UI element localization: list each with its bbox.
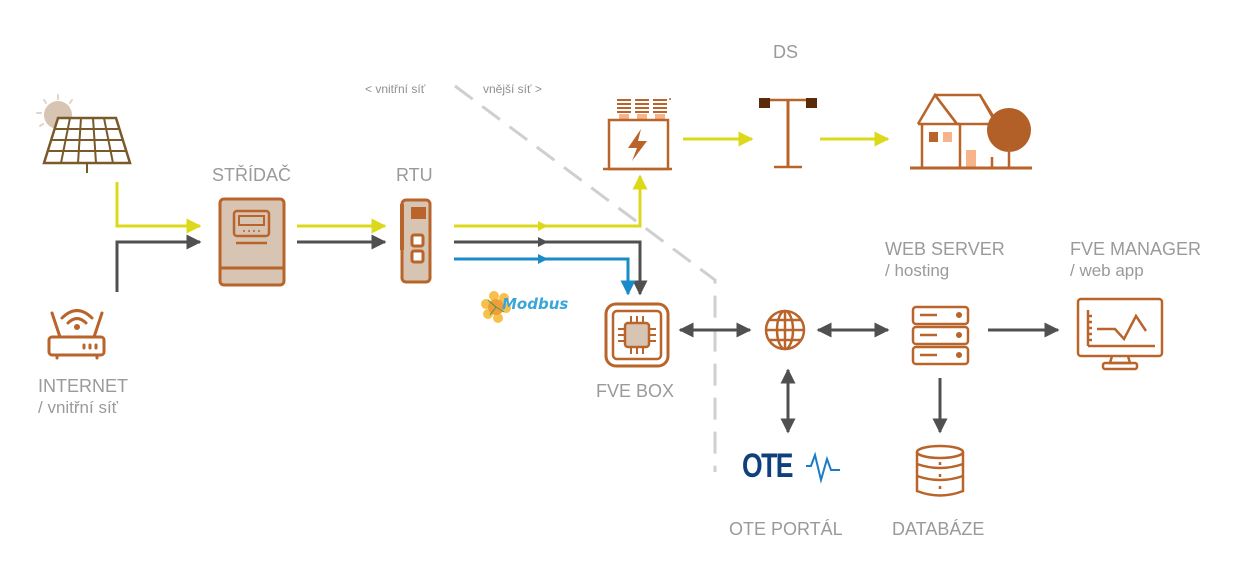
connection-solar-inverter — [115, 182, 202, 234]
modbus-flower-icon — [481, 291, 511, 323]
web-server-label: WEB SERVER / hosting — [885, 238, 1005, 282]
connection-rtu-fvebox-modbus — [454, 257, 636, 296]
web-server-title: WEB SERVER — [885, 239, 1005, 259]
ds-label: DS — [773, 42, 799, 62]
inverter-icon — [218, 197, 286, 287]
server-icon — [911, 305, 970, 366]
rtu-label: RTU — [396, 165, 433, 185]
connection-rtu-transformer — [454, 174, 648, 228]
web-server-subtitle: / hosting — [885, 261, 950, 280]
database-label: DATABÁZE — [892, 519, 985, 539]
mid-arrow-data — [538, 237, 548, 247]
network-boundary-line — [454, 84, 717, 472]
fve-manager-label: FVE MANAGER / web app — [1070, 238, 1201, 282]
inner-network-label: < vnitřní síť — [365, 82, 426, 96]
fve-manager-subtitle: / web app — [1070, 261, 1144, 280]
ote-portal-label: OTE PORTÁL — [729, 519, 843, 539]
internet-label: INTERNET / vnitřní síť — [38, 375, 128, 419]
globe-icon — [764, 309, 806, 351]
rtu-icon — [400, 198, 432, 284]
fve-manager-title: FVE MANAGER — [1070, 239, 1202, 259]
monitor-chart-icon — [1076, 297, 1164, 371]
modbus-logo: Modbus — [480, 290, 590, 326]
transformer-icon — [603, 98, 672, 171]
mid-arrow-modbus — [538, 254, 548, 264]
mid-arrow-power — [538, 221, 548, 231]
chip-icon — [604, 302, 670, 368]
internet-subtitle: / vnitřní síť — [38, 398, 119, 417]
solar-panel-icon — [36, 94, 132, 173]
house-icon — [910, 92, 1032, 170]
fve-box-label: FVE BOX — [596, 381, 675, 401]
ote-logo-text: OTE — [742, 447, 793, 485]
ote-logo: OTE — [742, 448, 806, 484]
utility-pole-icon — [759, 98, 817, 169]
internet-title: INTERNET — [38, 376, 128, 396]
ote-wave-icon — [806, 451, 840, 484]
inverter-label: STŘÍDAČ — [212, 165, 292, 185]
database-icon — [915, 444, 965, 497]
router-icon — [47, 309, 106, 360]
connection-rtu-fvebox-data — [454, 240, 648, 296]
outer-network-label: vnější síť > — [483, 82, 542, 96]
connection-internet-inverter — [115, 234, 202, 292]
modbus-text: Modbus — [502, 295, 569, 313]
